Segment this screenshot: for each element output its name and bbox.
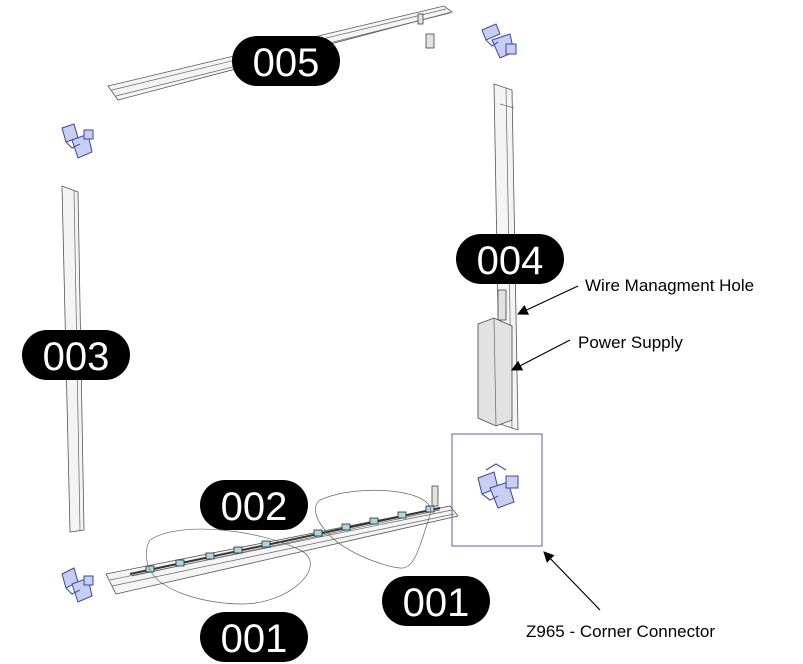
corner-connector-highlight-box <box>451 433 543 547</box>
svg-text:001: 001 <box>403 581 470 625</box>
wire-hole-label: Wire Managment Hole <box>585 276 754 295</box>
corner-connector-label: Z965 - Corner Connector <box>526 622 715 641</box>
svg-text:005: 005 <box>253 41 320 85</box>
svg-text:002: 002 <box>221 485 288 529</box>
wire-loop-left <box>145 528 311 605</box>
corner-connector-bottom-left <box>61 567 94 603</box>
power-supply-label: Power Supply <box>578 333 683 352</box>
led-node <box>145 505 435 573</box>
svg-text:001: 001 <box>221 617 288 661</box>
wire-hole-arrow <box>517 285 579 315</box>
badge-left-rail: 003 <box>22 330 130 380</box>
svg-text:004: 004 <box>477 239 544 283</box>
svg-text:003: 003 <box>43 335 110 379</box>
badge-wire-lower-left: 001 <box>200 612 308 662</box>
corner-connector-arrow <box>543 551 601 611</box>
corner-connector-detail <box>477 463 519 509</box>
badge-led-strip: 002 <box>200 480 308 530</box>
corner-connector-top-right <box>481 23 517 59</box>
power-supply-part <box>477 317 513 427</box>
wire-loop-right <box>315 489 432 569</box>
led-strip <box>129 505 441 575</box>
corner-connector-top-left <box>61 123 94 159</box>
badge-wire-lower-right: 001 <box>382 576 490 626</box>
badge-top-rail: 005 <box>232 36 340 86</box>
power-supply-arrow <box>511 339 571 371</box>
badge-right-rail: 004 <box>456 234 564 284</box>
